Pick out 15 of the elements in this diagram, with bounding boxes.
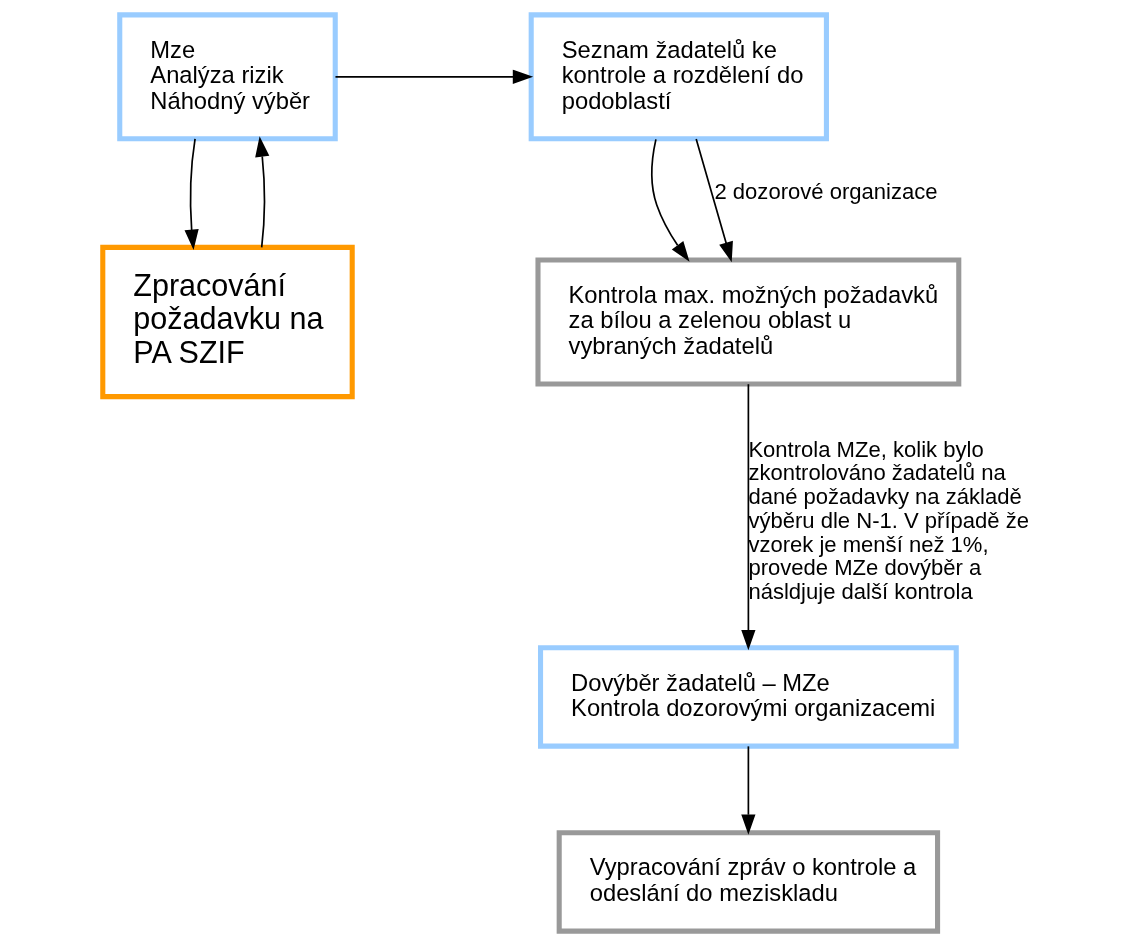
arrow: [255, 136, 270, 249]
edge-label: Kontrola MZe, kolik bylo zkontrolováno žadatelů na dané požadavky na základě výběru dle N-1. V případě že vzorek je menší než 1%, provede MZe dovýběr a násldjuje další kontrola: [748, 436, 1030, 605]
node-box: Vypracování zpráv o kontrole a odeslání do meziskladu: [556, 830, 941, 934]
node-box: Kontrola max. možných požadavků za bílou a zelenou oblast u vybraných žadatelů: [535, 257, 962, 387]
arrow: [334, 69, 534, 84]
arrow: [741, 383, 756, 651]
node-box: Seznam žadatelů ke kontrole a rozdělení do podoblastí: [528, 12, 829, 142]
arrow: [650, 138, 690, 262]
edge-label: 2 dozorové organizace: [714, 178, 938, 204]
node-box: Zpracování požadavku na PA SZIF: [100, 244, 355, 400]
node-box: Mze Analýza rizik Náhodný výběr: [117, 12, 338, 142]
node-box: Dovýběr žadatelů – MZe Kontrola dozorovými organizacemi: [538, 645, 959, 749]
arrow: [184, 138, 199, 250]
arrow: [695, 138, 733, 263]
arrow: [741, 745, 756, 835]
